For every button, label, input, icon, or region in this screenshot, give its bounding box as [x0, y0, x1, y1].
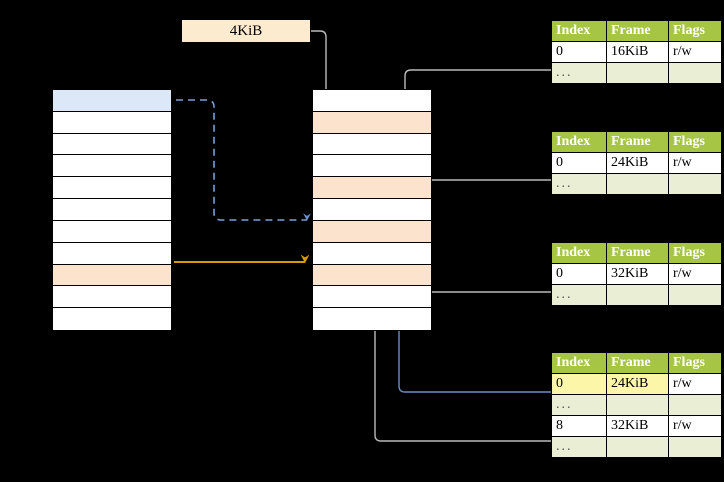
- wire-pt2-to-frame: [419, 179, 552, 219]
- page-table-ellipsis-row: ...: [551, 394, 722, 416]
- cell-index: 8: [551, 415, 607, 437]
- page-table-ellipsis-row: ...: [551, 436, 722, 458]
- column-header-index: Index: [551, 352, 607, 374]
- physical-frame-row: [313, 133, 431, 156]
- cell-index: 0: [551, 373, 607, 395]
- virtual-page-row: [53, 220, 171, 243]
- cell-flags: r/w: [668, 41, 722, 63]
- virtual-page-row: [53, 155, 171, 178]
- cell-flags: r/w: [668, 263, 722, 285]
- cell-flags: [668, 173, 722, 195]
- cell-flags: r/w: [668, 152, 722, 174]
- cell-index: 0: [551, 152, 607, 174]
- cell-index: 0: [551, 41, 607, 63]
- cell-index: ...: [551, 284, 607, 306]
- physical-memory-column: [312, 89, 432, 331]
- cell-frame: [606, 173, 669, 195]
- page-table-ellipsis-row: ...: [551, 284, 722, 306]
- cell-frame: [606, 284, 669, 306]
- column-header-index: Index: [551, 242, 607, 264]
- column-header-flags: Flags: [668, 20, 722, 42]
- column-header-frame: Frame: [606, 131, 669, 153]
- virtual-page-row: [53, 177, 171, 200]
- cell-flags: [668, 284, 722, 306]
- cell-flags: [668, 62, 722, 84]
- cell-frame: [606, 62, 669, 84]
- physical-frame-row: [313, 199, 431, 221]
- cell-frame: [606, 394, 669, 416]
- virtual-page-row: [53, 264, 171, 287]
- virtual-page-row: [53, 242, 171, 265]
- virtual-page-row: [53, 111, 171, 134]
- physical-frame-row: [313, 155, 431, 178]
- column-header-frame: Frame: [606, 242, 669, 264]
- cell-frame: 32KiB: [606, 415, 669, 437]
- cell-index: ...: [551, 394, 607, 416]
- cell-index: ...: [551, 436, 607, 458]
- physical-frame-row: [313, 264, 431, 287]
- virtual-page-row: [53, 199, 171, 221]
- wire-virt-to-phys-dashed: [176, 99, 311, 221]
- physical-frame-row: [313, 242, 431, 265]
- physical-frame-row: [313, 177, 431, 200]
- cell-flags: r/w: [668, 373, 722, 395]
- cell-frame: 24KiB: [606, 373, 669, 395]
- column-header-frame: Frame: [606, 352, 669, 374]
- column-header-frame: Frame: [606, 20, 669, 42]
- cell-frame: [606, 436, 669, 458]
- column-header-index: Index: [551, 20, 607, 42]
- cell-flags: [668, 394, 722, 416]
- virtual-address-space-column: [52, 89, 172, 331]
- column-header-flags: Flags: [668, 352, 722, 374]
- cell-index: ...: [551, 173, 607, 195]
- virtual-page-row: [53, 90, 171, 112]
- physical-frame-row: [313, 90, 431, 112]
- page-size-label: 4KiB: [182, 20, 310, 42]
- cell-index: 0: [551, 263, 607, 285]
- column-header-flags: Flags: [668, 242, 722, 264]
- column-header-index: Index: [551, 131, 607, 153]
- page-table-ellipsis-row: ...: [551, 173, 722, 195]
- physical-frame-row: [313, 308, 431, 330]
- physical-frame-row: [313, 286, 431, 309]
- physical-frame-row: [313, 220, 431, 243]
- cell-frame: 24KiB: [606, 152, 669, 174]
- column-header-flags: Flags: [668, 131, 722, 153]
- virtual-page-row: [53, 308, 171, 330]
- cell-index: ...: [551, 62, 607, 84]
- cell-flags: [668, 436, 722, 458]
- virtual-page-row: [53, 286, 171, 309]
- cell-flags: r/w: [668, 415, 722, 437]
- page-size-label-text: 4KiB: [229, 22, 263, 39]
- virtual-page-row: [53, 133, 171, 156]
- cell-frame: 16KiB: [606, 41, 669, 63]
- page-table-ellipsis-row: ...: [551, 62, 722, 84]
- physical-frame-row: [313, 111, 431, 134]
- cell-frame: 32KiB: [606, 263, 669, 285]
